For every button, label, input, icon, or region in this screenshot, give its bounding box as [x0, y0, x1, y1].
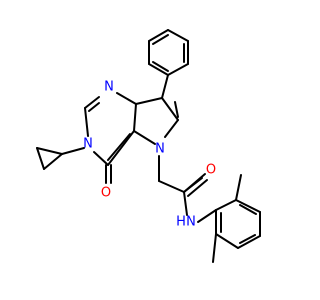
cyclopropyl-group — [36, 147, 85, 170]
dimethylphenyl-ring — [215, 199, 261, 249]
o-atom-label: O — [101, 186, 111, 201]
n-atom-label: N — [83, 137, 93, 152]
n-atom-label: N — [155, 142, 165, 157]
molecule-canvas: N N N O O N H — [36, 29, 261, 263]
methyl-bottom — [212, 233, 217, 263]
molecule-structure: N N N O O N H — [36, 29, 261, 263]
h-atom-label: H — [176, 215, 186, 230]
acetamide-linker — [158, 155, 208, 216]
pyrrole-ring — [133, 97, 179, 145]
amide-aryl-bond — [197, 209, 217, 223]
n-atom-label: N — [104, 80, 114, 95]
phenyl-pyrrole-bond — [161, 74, 169, 99]
o-atom-label: O — [206, 163, 216, 178]
methyl-top — [235, 174, 242, 201]
n-atom-label: N — [186, 215, 196, 230]
pyrimidinone-ring — [84, 92, 137, 166]
phenyl-ring — [148, 29, 189, 76]
